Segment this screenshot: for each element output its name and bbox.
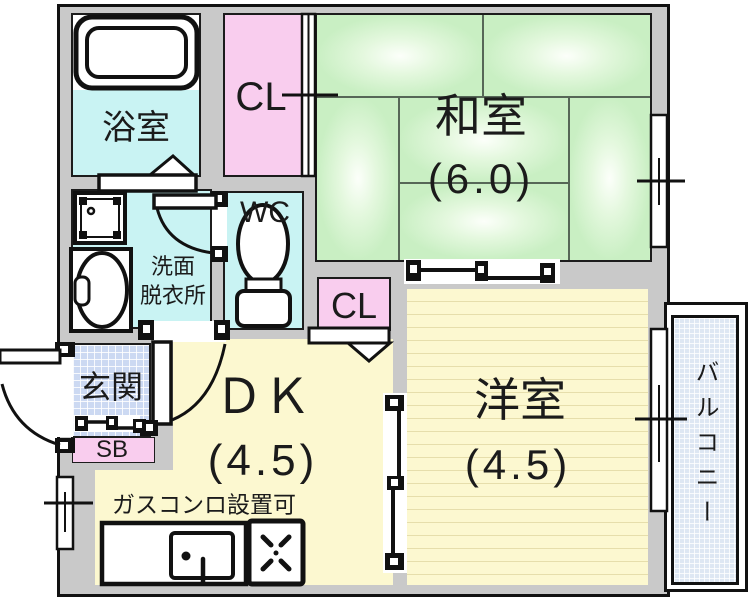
tatami-mat — [483, 15, 650, 97]
closet-door-icon — [282, 12, 338, 178]
western-room-size: (4.5) — [464, 441, 572, 488]
washroom-label-line2: 脱衣所 — [139, 283, 207, 308]
bathroom-label: 浴室 — [102, 109, 170, 147]
shoe-box-label: SB — [95, 436, 129, 463]
room-dk-right — [317, 344, 393, 585]
sliding-door-western-icon — [383, 393, 407, 573]
closet-mid-label: CL — [330, 285, 378, 326]
toilet-icon — [235, 203, 292, 328]
tatami-mat — [399, 183, 569, 260]
japanese-room-size: (6.0) — [427, 155, 535, 202]
balcony-label: バルコニー — [691, 359, 718, 535]
gas-stove-note: ガスコンロ設置可 — [112, 491, 296, 518]
window-left-icon — [44, 475, 93, 551]
closet-mid-door-icon — [307, 326, 395, 363]
bathroom-door-icon — [97, 154, 198, 193]
tatami-mat — [317, 15, 483, 97]
sliding-door-entry-icon — [74, 415, 146, 433]
washer-pan-icon — [73, 191, 127, 245]
washbasin-icon — [69, 247, 133, 333]
wc-label: WC — [240, 196, 290, 229]
sliding-door-japanese-icon — [404, 259, 560, 284]
dk-label: ＤＫ — [214, 371, 312, 424]
washroom-label-line1: 洗面 — [150, 254, 196, 279]
entrance-label: 玄関 — [78, 369, 144, 405]
washroom-door-icon — [152, 191, 228, 262]
japanese-room-label: 和室 — [435, 90, 527, 142]
bathtub-icon — [73, 14, 200, 91]
shoe-box — [72, 437, 155, 463]
room-western — [407, 289, 648, 585]
room-closet-mid — [317, 277, 391, 331]
tatami-mat — [399, 97, 569, 183]
room-japanese — [315, 13, 652, 262]
window-balcony-icon — [635, 327, 687, 513]
entrance-door-icon — [0, 342, 75, 453]
tatami-mat — [569, 97, 650, 260]
gas-stove-icon — [246, 518, 306, 587]
balcony-floor — [671, 315, 739, 585]
tatami-mat — [317, 97, 399, 260]
western-room-label: 洋室 — [474, 374, 566, 426]
window-east-icon — [637, 113, 685, 249]
kitchen-sink-icon — [99, 520, 249, 587]
closet-top-label: CL — [235, 75, 287, 119]
dk-size: (4.5) — [207, 436, 319, 485]
